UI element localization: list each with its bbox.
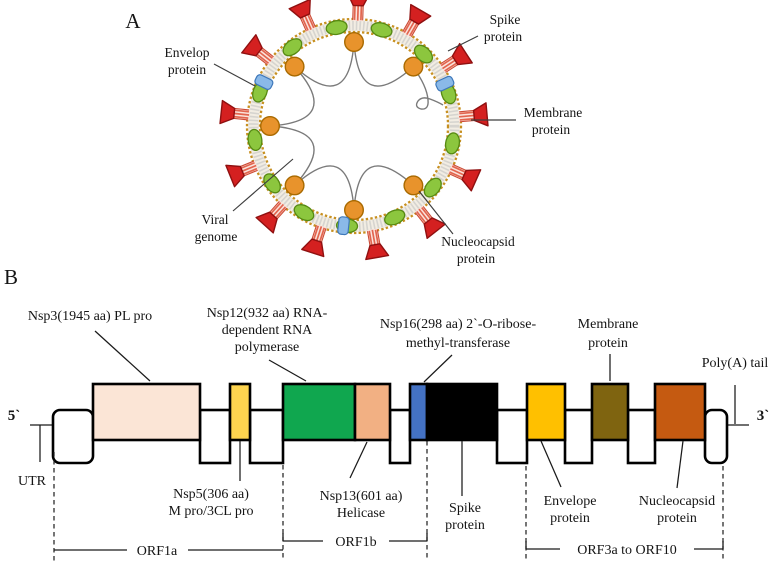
genome-segment-envelope — [525, 382, 567, 442]
utr-label: UTR — [18, 474, 47, 489]
nsp12-leader — [268, 359, 307, 382]
envelop-protein-leader — [213, 63, 256, 87]
spike-protein-label: protein — [484, 29, 522, 44]
orf3a-orf10-label: ORF3a to ORF10 — [577, 543, 677, 558]
genome-segment-orf-white — [626, 408, 657, 465]
viral-genome-label: Viral — [202, 212, 229, 227]
genome-segment-orf-white — [388, 408, 412, 465]
genome-segment-orf-white — [495, 408, 529, 465]
nucleocapsid-leader-b — [676, 440, 684, 489]
spike-label-b: protein — [445, 518, 485, 533]
spike-protein-icon — [219, 99, 252, 128]
genome-segment-orf-white — [198, 408, 232, 465]
genome-segment-orf-white — [563, 408, 594, 465]
panel-b-genome-map: B Nsp3(1945 aa) PL pro Nsp12(932 aa) RNA… — [4, 265, 769, 562]
orf1b-bracket — [282, 533, 428, 542]
spike-protein-icon — [456, 102, 489, 130]
genome-segment-nsp12 — [281, 382, 357, 442]
envelope-label-b: protein — [550, 511, 590, 526]
nsp16-leader — [423, 354, 453, 383]
orf1b-label: ORF1b — [335, 535, 376, 550]
spike-protein-icon — [345, 0, 372, 23]
nucleocapsid-protein-label: protein — [457, 251, 495, 266]
spike-protein-leader — [447, 35, 479, 52]
panel-a-virion: A — [125, 0, 582, 266]
five-prime-utr-tick — [30, 424, 55, 462]
genome-segment-spike — [425, 382, 499, 442]
nucleocapsid-proteins — [260, 31, 428, 221]
genome-segment-end — [703, 408, 729, 465]
nucleocapsid-icon — [260, 115, 280, 137]
membrane-protein-label-b: Membrane — [578, 317, 639, 332]
nucleocapsid-icon — [344, 31, 364, 52]
nucleocapsid-label-b: protein — [657, 511, 697, 526]
genome-segment-nsp3 — [91, 382, 202, 442]
panel-a-letter: A — [125, 9, 141, 33]
nsp16-label: Nsp16(298 aa) 2`-O-ribose- — [380, 317, 537, 332]
orf1a-label: ORF1a — [137, 544, 178, 559]
nsp5-label: Nsp5(306 aa) — [173, 487, 249, 502]
nsp13-leader — [349, 441, 368, 479]
nsp13-label: Nsp13(601 aa) — [320, 489, 403, 504]
orf3a-orf10-bracket — [525, 541, 724, 550]
genome-segment-orf-white — [248, 408, 285, 465]
nucleocapsid-protein-label: Nucleocapsid — [441, 234, 515, 249]
nsp3-label: Nsp3(1945 aa) PL pro — [28, 309, 152, 324]
genome-segment-nsp13 — [353, 382, 392, 442]
envelope-protein-icon — [336, 215, 351, 236]
membrane-protein-label-b: protein — [588, 336, 628, 351]
poly-a-tail-label: Poly(A) tail — [702, 356, 769, 371]
envelope-label-b: Envelope — [544, 494, 597, 509]
envelop-protein-label: Envelop — [165, 45, 210, 60]
panel-b-letter: B — [4, 265, 18, 289]
genome-segment-membrane — [590, 382, 630, 442]
membrane-protein-label: protein — [532, 122, 570, 137]
three-prime-label: 3` — [757, 408, 770, 424]
genome-segment-nsp5 — [228, 382, 252, 442]
viral-genome-leader — [232, 158, 294, 212]
nsp3-leader — [94, 330, 151, 382]
genome-lower-orf-boxes — [51, 408, 729, 465]
spike-protein-label: Spike — [490, 12, 521, 27]
nsp12-label: dependent RNA — [222, 323, 313, 338]
genome-upper-orf-boxes — [91, 382, 707, 442]
nucleocapsid-protein-leader — [418, 190, 454, 235]
genome-segment-utr-leader — [51, 408, 95, 465]
envelop-protein-label: protein — [168, 62, 206, 77]
five-prime-label: 5` — [8, 408, 21, 424]
viral-genome-label: genome — [195, 229, 238, 244]
nucleocapsid-icon — [344, 200, 364, 221]
envelope-leader-b — [540, 440, 562, 488]
nsp16-label: methyl-transferase — [406, 336, 510, 351]
nsp13-label: Helicase — [337, 506, 385, 521]
orf-span-brackets: ORF1a ORF1b ORF3a to ORF10 — [54, 533, 724, 559]
nsp12-label: polymerase — [235, 340, 300, 355]
genome-segment-nsp16 — [408, 382, 429, 442]
genome-segment-nucleocapsid — [653, 382, 707, 442]
nsp5-label: M pro/3CL pro — [168, 504, 253, 519]
nsp12-label: Nsp12(932 aa) RNA- — [207, 306, 328, 321]
membrane-protein-label: Membrane — [524, 105, 582, 120]
spike-label-b: Spike — [449, 501, 481, 516]
nucleocapsid-label-b: Nucleocapsid — [639, 494, 715, 509]
